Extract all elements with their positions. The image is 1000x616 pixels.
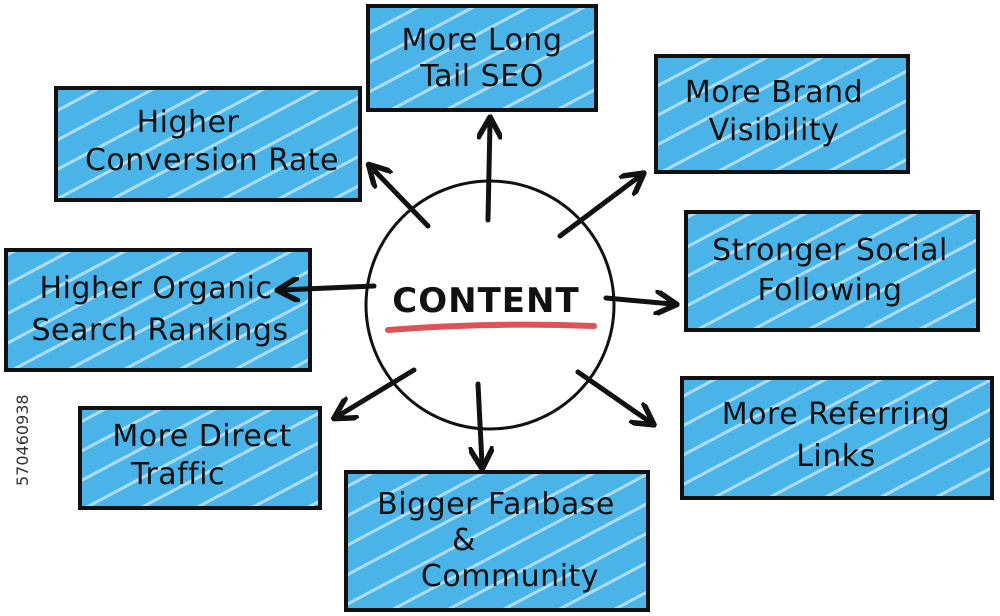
arrow-up-left <box>372 168 431 229</box>
box-label-line: Search Rankings <box>31 313 288 348</box>
box-label-line: Higher Organic <box>40 271 273 306</box>
center-label: CONTENT <box>392 281 579 321</box>
box-long-tail-seo: More Long Tail SEO <box>366 4 598 112</box>
box-label-line: Higher <box>137 105 240 140</box>
box-label-line: Community <box>421 559 599 594</box>
center-node: CONTENT <box>364 179 616 431</box>
box-direct-traffic: More Direct Traffic <box>78 406 322 510</box>
box-conversion-rate: Higher Conversion Rate <box>54 86 362 202</box>
arrow-up <box>488 122 490 223</box>
arrow-down-right <box>575 369 650 422</box>
box-label-line: Links <box>796 439 876 474</box>
box-social-following: Stronger Social Following <box>684 210 980 332</box>
box-organic-rankings: Higher Organic Search Rankings <box>4 248 312 372</box>
arrow-down <box>478 381 482 464</box>
arrow-left <box>282 286 377 290</box>
arrow-up-right <box>557 176 640 239</box>
arrows <box>282 122 672 464</box>
watermark-id: 570460938 <box>13 394 32 486</box>
box-label-line: More Brand <box>685 75 863 110</box>
box-fanbase-community: Bigger Fanbase & Community <box>344 470 650 612</box>
box-label-line: Stronger Social <box>712 233 948 268</box>
box-label-line: More Referring <box>722 397 950 432</box>
box-label-line: Conversion Rate <box>85 143 339 178</box>
box-label-line: More Long <box>401 23 562 58</box>
box-label-line: Visibility <box>709 113 840 148</box>
box-label-line: Bigger Fanbase <box>377 487 615 522</box>
arrow-down-left <box>338 367 417 416</box>
center-underline <box>385 321 597 333</box>
box-label-line: & <box>452 523 476 558</box>
box-referring-links: More Referring Links <box>680 376 994 500</box>
box-label-line: Traffic <box>130 457 225 492</box>
box-label-line: More Direct <box>112 419 291 454</box>
box-label-line: Following <box>758 273 903 308</box>
box-label-line: Tail SEO <box>419 59 544 94</box>
box-brand-visibility: More Brand Visibility <box>654 54 910 174</box>
arrow-right <box>603 298 672 304</box>
